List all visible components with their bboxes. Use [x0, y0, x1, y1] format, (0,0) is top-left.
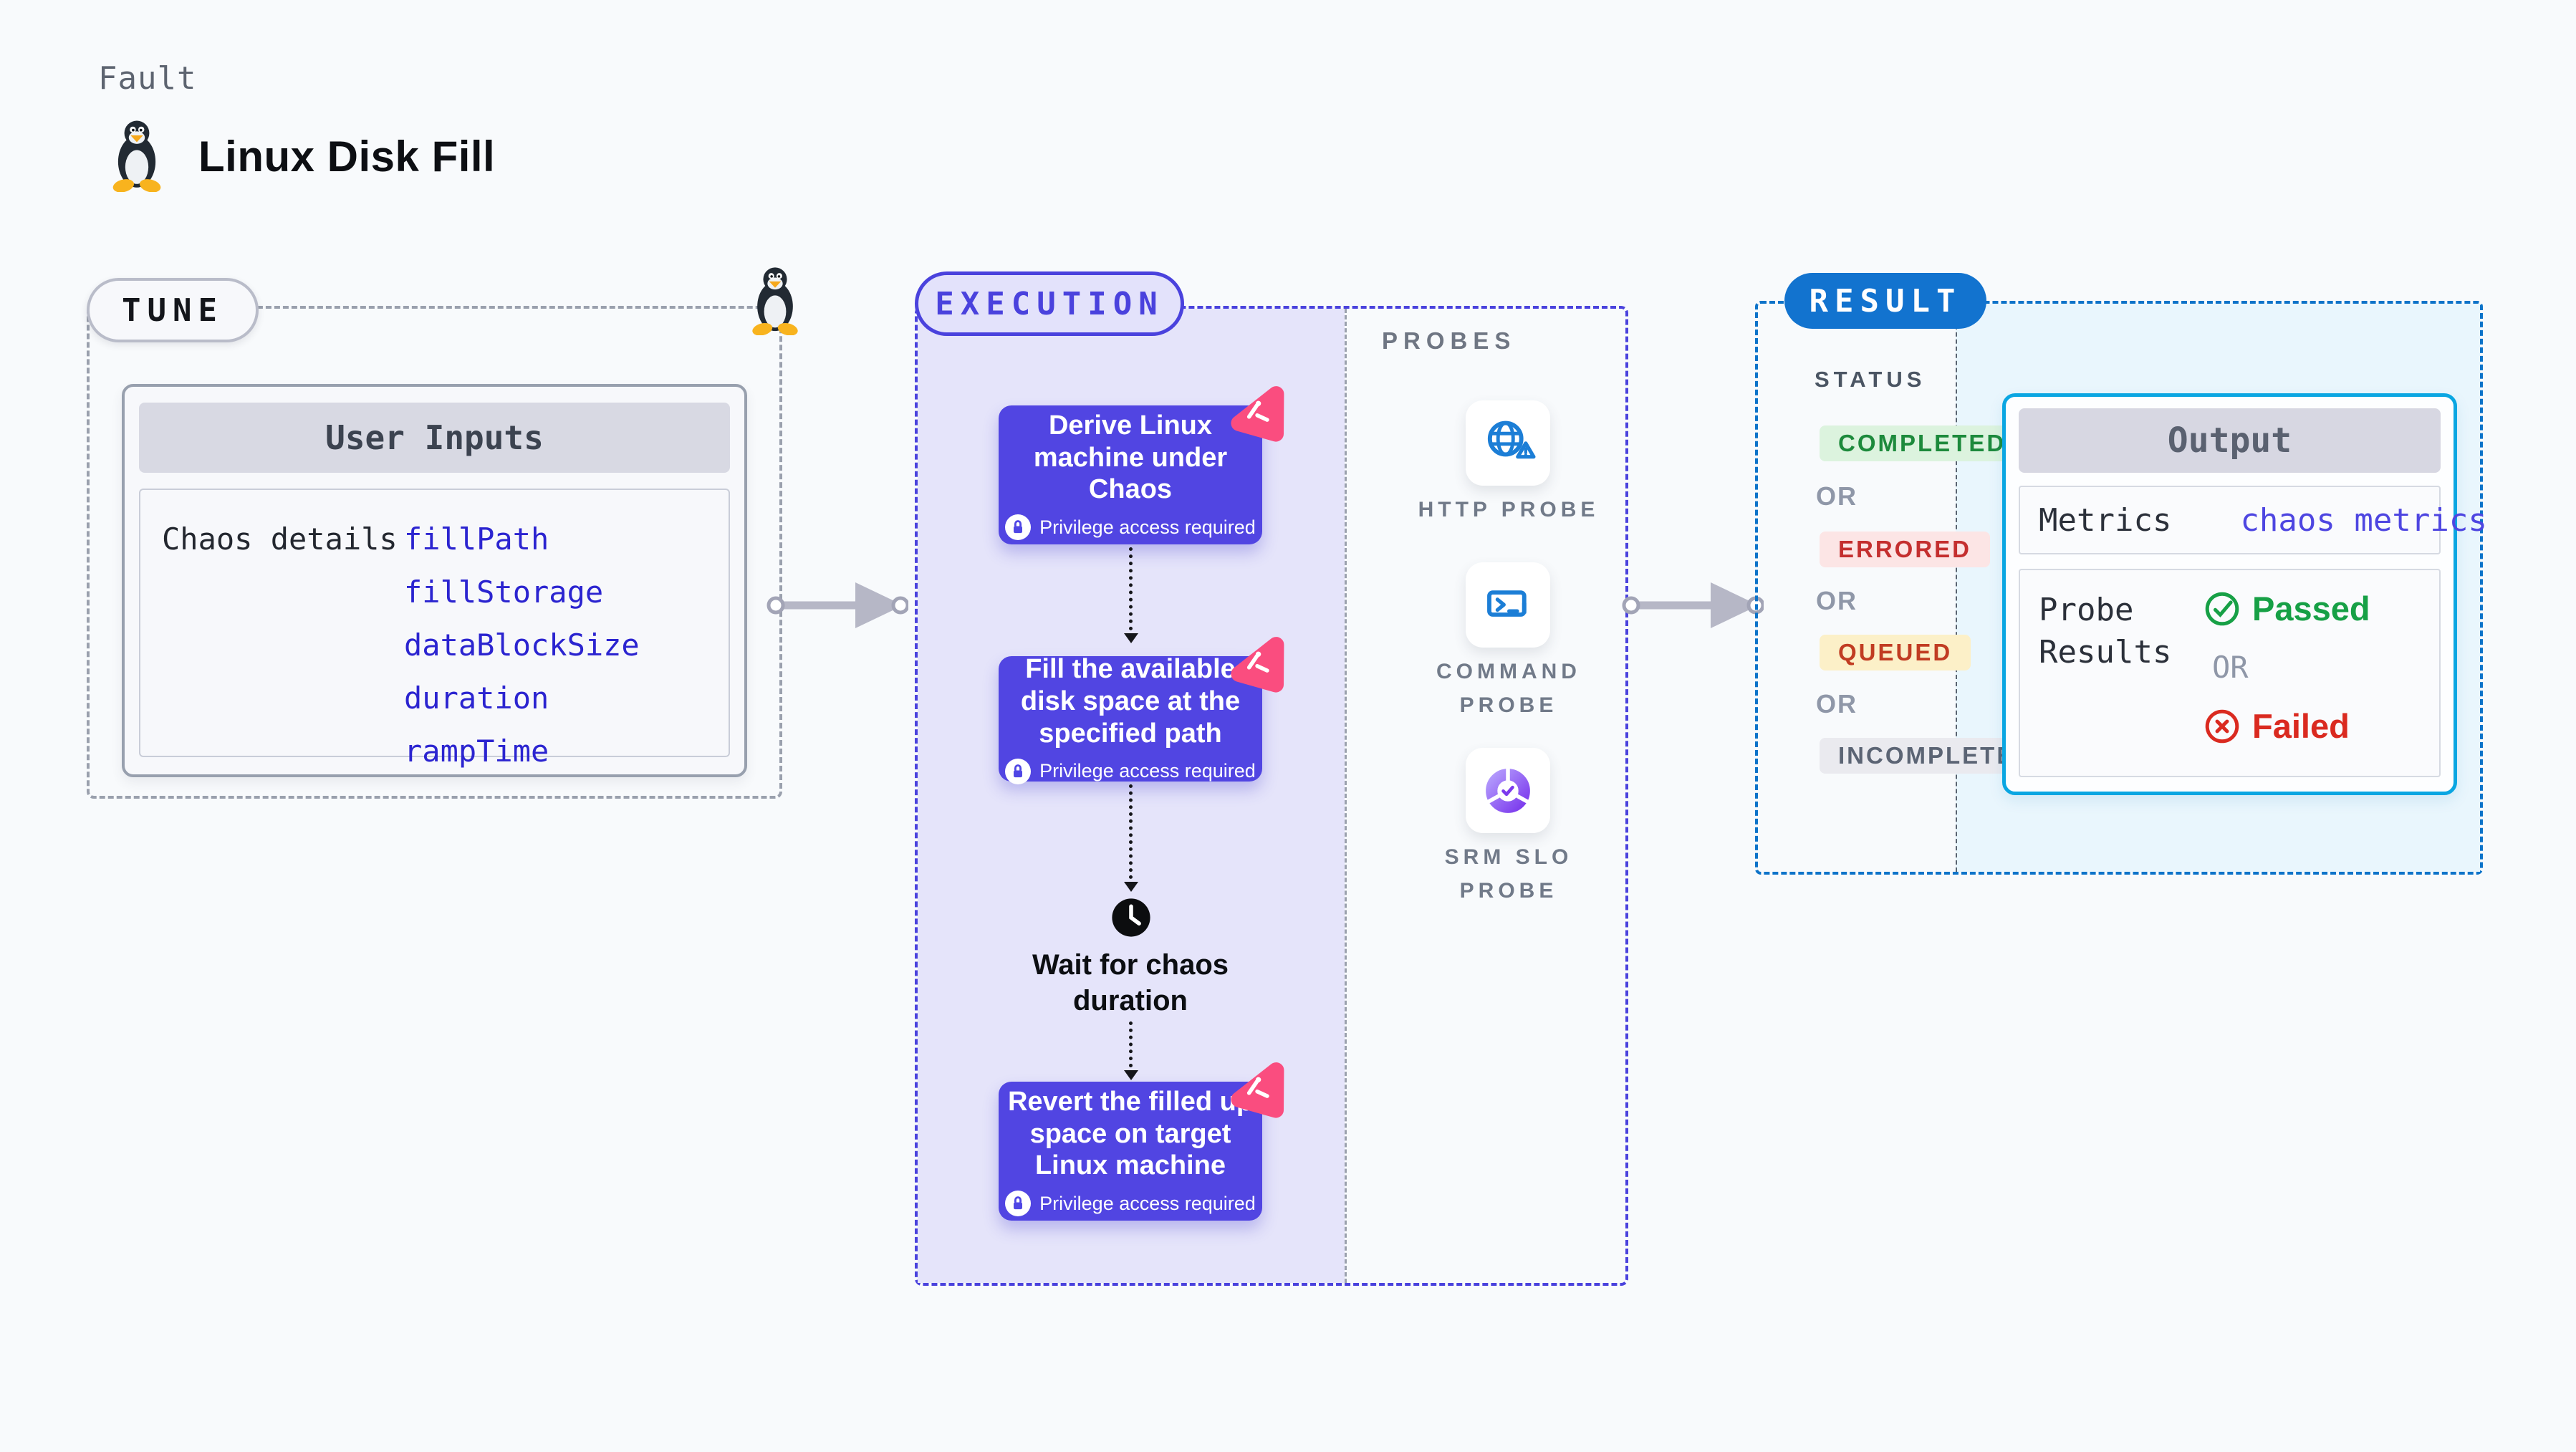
probes-divider: [1345, 309, 1347, 1283]
probe-results-label: Probe Results: [2039, 592, 2172, 671]
metrics-label: Metrics: [2039, 501, 2172, 539]
privilege-label: Privilege access required: [1039, 1192, 1256, 1214]
output-panel: Output Metrics chaos metrics Probe Resul…: [2002, 393, 2487, 795]
chaos-details-label: Chaos details: [162, 521, 398, 557]
globe-alert-icon: [1480, 415, 1536, 471]
status-badge-errored: ERRORED: [1820, 532, 1991, 567]
input-link-duration[interactable]: duration: [404, 681, 549, 716]
metrics-row: Metrics chaos metrics: [2019, 486, 2487, 554]
probe-label-srm-slo: SRM SLO PROBE: [1444, 845, 1573, 903]
wait-duration-label: Wait for chaos duration: [1032, 949, 1229, 1016]
probe-label-command: COMMAND PROBE: [1436, 660, 1581, 717]
execution-pill: EXECUTION: [915, 271, 1184, 336]
step-node-text: Revert the filled up space on target Lin…: [1007, 1086, 1254, 1181]
input-link-datablocksize[interactable]: dataBlockSize: [404, 628, 640, 663]
flow-arrowhead: [1124, 882, 1138, 892]
status-title: STATUS: [1815, 367, 1926, 392]
lock-icon: [1005, 1191, 1031, 1216]
tune-pill: TUNE: [87, 278, 259, 342]
privilege-label: Privilege access required: [1039, 760, 1256, 782]
result-pill: RESULT: [1784, 273, 1986, 329]
flow-dotted-connector: [1129, 784, 1133, 879]
x-circle-icon: [2203, 708, 2241, 745]
tune-section: [87, 306, 782, 799]
status-badge-queued: QUEUED: [1820, 635, 1971, 670]
user-inputs-card: User Inputs Chaos details fillPath fillS…: [122, 384, 747, 777]
user-inputs-title: User Inputs: [139, 403, 730, 473]
passed-label: Passed: [2252, 590, 2370, 628]
step-node-text: Derive Linux machine under Chaos: [1033, 410, 1228, 505]
arrow-right-connector: [1620, 573, 1764, 638]
probe-results-values: Passed OR Failed: [2203, 589, 2370, 776]
privilege-row: Privilege access required: [1005, 759, 1256, 784]
or-separator: OR: [1816, 481, 1857, 511]
lock-icon: [1005, 759, 1031, 784]
flow-arrowhead: [1124, 633, 1138, 643]
privilege-row: Privilege access required: [1005, 1191, 1256, 1216]
privilege-row: Privilege access required: [1005, 514, 1256, 540]
terminal-icon: [1480, 577, 1536, 633]
or-separator: OR: [1816, 689, 1857, 718]
arrow-right-connector: [765, 573, 908, 638]
failed-label: Failed: [2252, 707, 2350, 745]
litmus-chaos-icon: [1221, 626, 1292, 697]
probe-card-http[interactable]: [1466, 400, 1550, 486]
probe-label-http: HTTP PROBE: [1418, 498, 1600, 521]
fault-eyebrow: Fault: [98, 60, 197, 97]
clock-icon: [1110, 897, 1152, 938]
tux-penguin-icon: [106, 119, 168, 192]
step-node-revert-space[interactable]: Revert the filled up space on target Lin…: [999, 1082, 1262, 1221]
probes-title: PROBES: [1382, 327, 1517, 354]
input-link-ramptime[interactable]: rampTime: [404, 734, 549, 769]
passed-result: Passed: [2203, 589, 2370, 628]
chaos-input-links: fillPath fillStorage dataBlockSize durat…: [404, 521, 640, 769]
step-node-fill-disk[interactable]: Fill the available disk space at the spe…: [999, 654, 1262, 784]
litmus-chaos-icon: [1221, 1052, 1292, 1122]
probe-card-command[interactable]: [1466, 562, 1550, 648]
status-badge-completed: COMPLETED: [1820, 425, 2025, 461]
input-link-fillpath[interactable]: fillPath: [404, 521, 549, 557]
slo-donut-icon: [1480, 763, 1536, 819]
execution-section: PROBES Derive Linux machine under Chaos …: [915, 306, 1628, 1286]
check-circle-icon: [2203, 590, 2241, 628]
input-link-fillstorage[interactable]: fillStorage: [404, 574, 604, 610]
user-inputs-body: Chaos details fillPath fillStorage dataB…: [139, 489, 730, 769]
chaos-metrics-link[interactable]: chaos metrics: [2240, 501, 2487, 539]
page-title: Linux Disk Fill: [198, 133, 496, 181]
probe-results-row: Probe Results Passed OR Failed: [2019, 569, 2441, 777]
output-title: Output: [2019, 408, 2441, 473]
or-separator: OR: [2212, 650, 2249, 685]
step-node-derive-machine[interactable]: Derive Linux machine under Chaos Privile…: [999, 405, 1262, 544]
flow-dotted-connector: [1129, 547, 1133, 630]
step-node-text: Fill the available disk space at the spe…: [1020, 654, 1241, 749]
probe-card-srm-slo[interactable]: [1466, 748, 1550, 833]
or-separator: OR: [1816, 586, 1857, 615]
flow-dotted-connector: [1129, 1021, 1133, 1067]
lock-icon: [1005, 514, 1031, 540]
litmus-chaos-icon: [1221, 375, 1292, 446]
tux-penguin-icon: [747, 266, 803, 335]
flow-arrowhead: [1124, 1070, 1138, 1080]
privilege-label: Privilege access required: [1039, 516, 1256, 538]
failed-result: Failed: [2203, 706, 2370, 746]
